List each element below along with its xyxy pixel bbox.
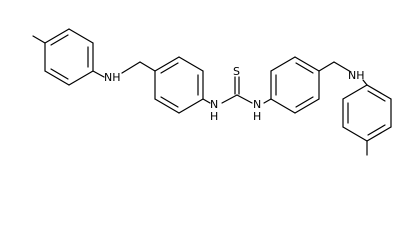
bond-n-ringC [263, 98, 272, 104]
label-sulfur: S [233, 65, 240, 78]
bond-ch2-ringB [139, 61, 156, 72]
bond-n-thiocarbonyl [221, 94, 238, 104]
label-nh-right: NH [348, 69, 365, 82]
structure-drawing: NH S N H N H NH [32, 28, 392, 156]
molecule-canvas: NH S N H N H NH [32, 28, 392, 156]
label-nh-left: NH [104, 71, 121, 84]
ring-left-phenyl [154, 56, 204, 114]
bond-ringC-ch2 [318, 61, 335, 72]
label-n-thiourea-right: N [253, 98, 261, 111]
label-h-thiourea-left: H [210, 110, 218, 123]
ring-right-tolyl [342, 84, 392, 142]
ring-right-phenyl [270, 56, 320, 114]
bond-ringA-nh [92, 70, 105, 78]
methyl-left [32, 35, 46, 44]
bond-ch2-nh-right [333, 61, 352, 73]
ring-left-tolyl [44, 28, 94, 86]
label-h-thiourea-right: H [253, 110, 261, 123]
bond-nh-ringD [362, 79, 368, 86]
bond-thiocarbonyl-n [236, 94, 253, 104]
bond-ringB-n [202, 98, 211, 104]
label-n-thiourea-left: N [210, 98, 218, 111]
bond-nh-ch2-left [121, 61, 141, 74]
